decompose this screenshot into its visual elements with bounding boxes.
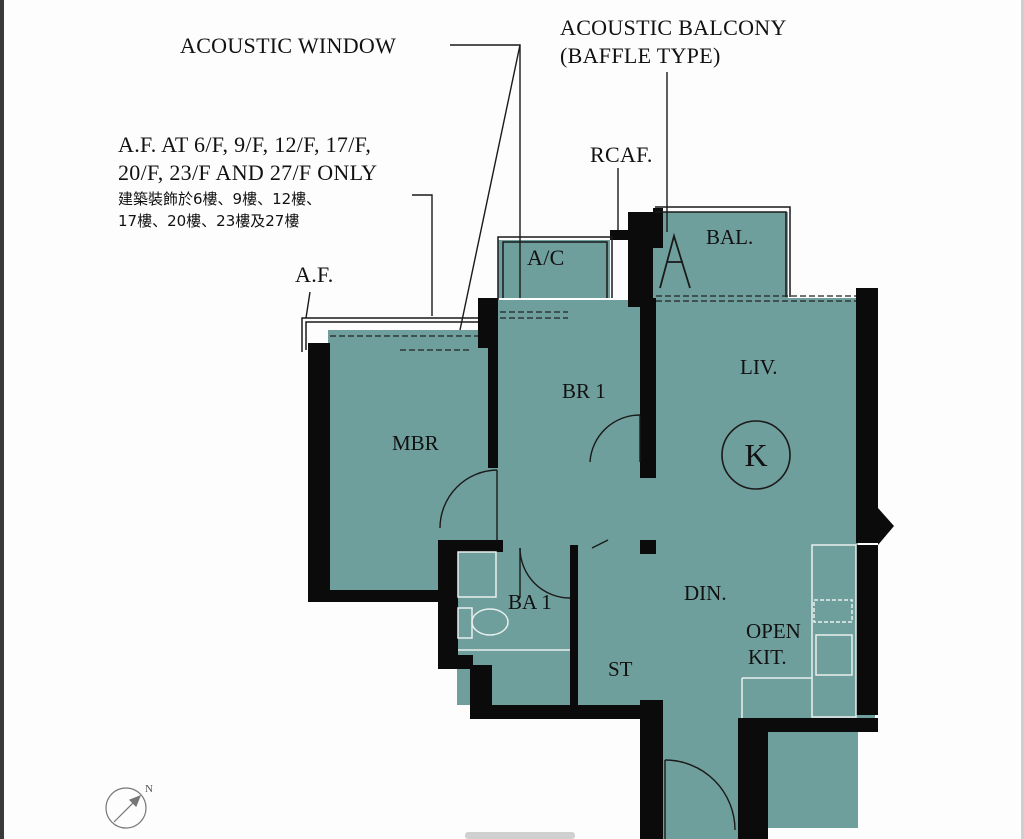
room-label-dining: DIN. <box>684 581 727 605</box>
north-arrow-label: N <box>145 783 153 795</box>
wall-bath-st-divider <box>570 545 578 705</box>
wall-kit-south <box>740 718 878 732</box>
floor-store <box>576 550 654 705</box>
room-label-living: LIV. <box>740 355 778 379</box>
wall-core-west <box>628 212 653 307</box>
callout-acoustic-balcony-2: (BAFFLE TYPE) <box>560 43 721 68</box>
room-label-bathroom-1: BA 1 <box>508 590 552 614</box>
doors <box>439 414 736 839</box>
room-label-balcony: BAL. <box>706 225 753 249</box>
right-border <box>1021 0 1024 839</box>
leader-af <box>305 291 311 319</box>
north-arrow-head <box>128 794 142 808</box>
door-entry-swing <box>664 759 736 831</box>
door-st-frame <box>591 539 609 549</box>
windows <box>330 295 856 351</box>
fixtures <box>457 544 857 718</box>
kit-hob <box>813 599 853 623</box>
door-br1-swing <box>589 414 641 463</box>
callout-labels: ACOUSTIC WINDOW ACOUSTIC BALCONY (BAFFLE… <box>118 15 787 287</box>
wall-rcaf-pier <box>610 230 630 240</box>
wall-bath-south <box>470 705 643 719</box>
north-arrow: N <box>105 783 153 829</box>
af-ledge-inner <box>305 321 478 350</box>
wall-mbr-south <box>308 590 438 602</box>
ac-platform-outline <box>497 236 613 300</box>
toilet-tank <box>457 607 473 639</box>
balcony-rail-inner <box>655 211 787 297</box>
callout-af-note-2: 20/F, 23/F AND 27/F ONLY <box>118 160 377 185</box>
leader-af-note <box>412 194 433 316</box>
kit-counter <box>811 544 857 718</box>
wall-bal-west <box>653 208 663 248</box>
callout-af: A.F. <box>295 262 334 287</box>
callout-acoustic-window: ACOUSTIC WINDOW <box>180 33 396 58</box>
balcony-rail-outer <box>655 206 791 297</box>
room-label-store: ST <box>608 657 633 681</box>
baffle-frame <box>659 232 691 289</box>
wall-br1-liv-divider <box>640 298 656 478</box>
room-label-bedroom-1: BR 1 <box>562 379 606 403</box>
north-arrow-circle <box>105 787 147 829</box>
unit-marker-letter: K <box>744 437 767 473</box>
room-label-master-bedroom: MBR <box>392 431 439 455</box>
wall-bath-west <box>438 540 458 665</box>
bath-vanity <box>457 551 497 598</box>
callout-af-note-1: A.F. AT 6/F, 9/F, 12/F, 17/F, <box>118 132 371 157</box>
leader-acoustic-window-2 <box>459 44 521 331</box>
door-bath-swing <box>519 547 571 599</box>
callout-af-note-cn-2: 17樓、20樓、23樓及27樓 <box>118 212 299 230</box>
wall-br1-north-pier <box>478 298 498 348</box>
unit-marker: K <box>721 420 791 490</box>
walls <box>308 208 894 839</box>
room-floors <box>328 212 875 839</box>
callout-rcaf: RCAF. <box>590 142 653 167</box>
wall-bath-west-lower <box>470 665 492 717</box>
unit-marker-circle <box>721 420 791 490</box>
footer-scroll-bar <box>465 832 575 839</box>
wall-corridor-east <box>738 718 768 839</box>
callout-acoustic-balcony-1: ACOUSTIC BALCONY <box>560 15 787 40</box>
acoustic-baffle <box>659 232 691 289</box>
left-border <box>0 0 4 839</box>
callout-af-note-cn-1: 建築裝飾於6樓、9樓、12樓、 <box>118 190 321 208</box>
wall-kit-east <box>856 545 878 715</box>
room-labels: BAL. LIV. BR 1 MBR DIN. BA 1 ST OPEN KIT… <box>392 225 801 681</box>
room-label-open-kitchen-1: OPEN <box>746 619 801 643</box>
wall-east-notch <box>878 508 894 545</box>
callout-ac: A/C <box>527 245 565 270</box>
door-mbr-swing <box>439 469 498 529</box>
wall-mbr-west <box>308 343 330 593</box>
wall-corridor-west <box>640 700 663 839</box>
wall-liv-east <box>856 288 878 543</box>
floor-hall <box>496 460 656 550</box>
floor-balcony <box>653 212 788 298</box>
ac-platform-outline-inner <box>502 241 608 298</box>
kit-sink <box>815 634 853 676</box>
wall-bath-sw <box>438 655 473 669</box>
room-label-open-kitchen-2: KIT. <box>748 645 787 669</box>
callout-leaders <box>305 44 668 331</box>
wall-hall-pier <box>640 540 656 554</box>
floor-entry-corridor <box>663 705 738 839</box>
wall-hall-top <box>438 540 503 552</box>
wall-mbr-br1-divider <box>488 298 498 468</box>
balcony-railings <box>301 206 791 352</box>
floor-ac-platform <box>498 240 610 298</box>
af-ledge <box>301 317 478 352</box>
